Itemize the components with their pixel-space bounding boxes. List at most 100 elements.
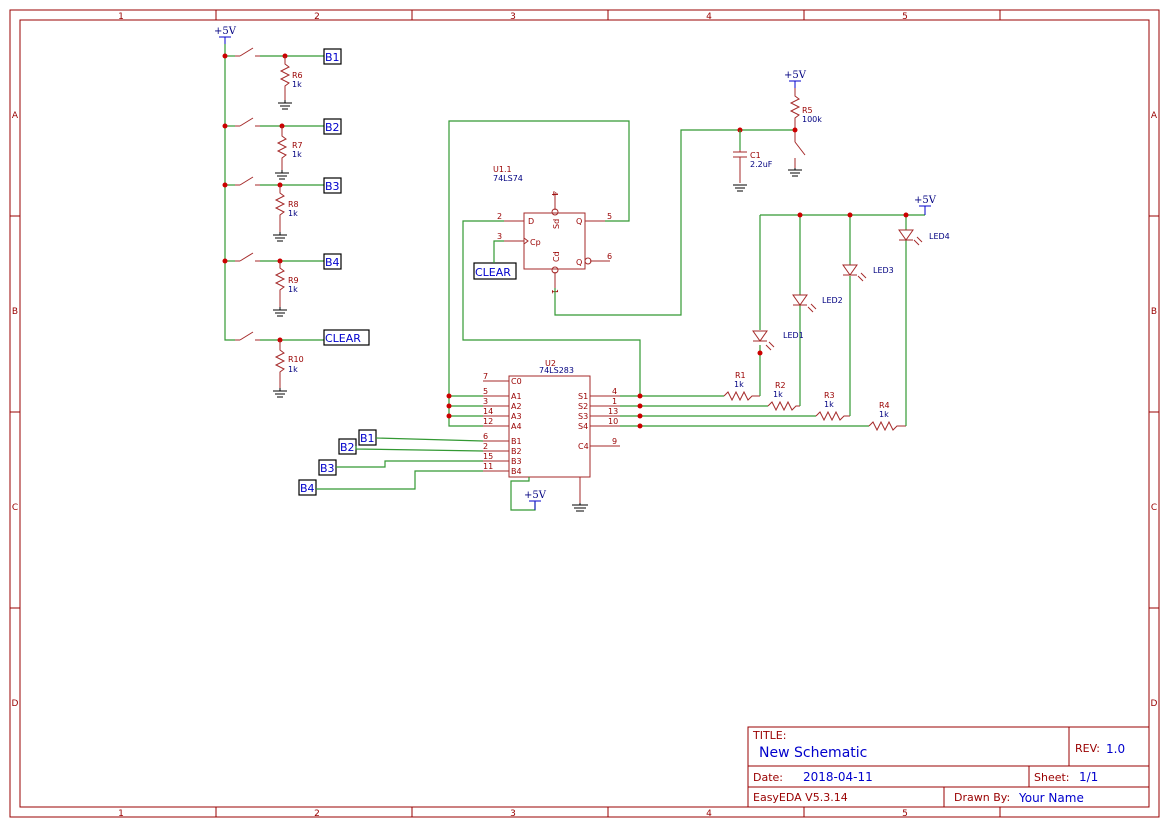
- svg-text:12: 12: [483, 417, 493, 426]
- net-label-b2: B2: [323, 118, 342, 135]
- flipflop-u1: U1.1 74LS74 D Cp Q Q Sd Cd 2 3 5 6 4 1: [493, 165, 612, 294]
- svg-text:B3: B3: [511, 457, 522, 466]
- svg-text:+5V: +5V: [784, 70, 807, 81]
- svg-text:1k: 1k: [288, 365, 298, 374]
- svg-text:R8: R8: [288, 200, 299, 209]
- svg-text:100k: 100k: [802, 115, 822, 124]
- svg-text:R5: R5: [802, 106, 813, 115]
- rev-label: REV:: [1075, 742, 1100, 755]
- date-label: Date:: [753, 771, 783, 784]
- svg-text:1k: 1k: [824, 400, 834, 409]
- svg-text:3: 3: [497, 232, 502, 241]
- svg-text:1: 1: [612, 397, 617, 406]
- flipflop-wires: [448, 120, 795, 417]
- svg-text:74LS74: 74LS74: [493, 174, 523, 183]
- svg-text:4: 4: [550, 191, 559, 196]
- svg-text:13: 13: [608, 407, 618, 416]
- resistor-r8: R8 1k: [274, 185, 299, 232]
- svg-text:B2: B2: [325, 121, 340, 134]
- svg-text:Q: Q: [576, 217, 582, 226]
- ground-symbol-8: [572, 503, 588, 512]
- ground-symbol-6: [788, 168, 802, 177]
- ground-symbol-1: [278, 100, 292, 110]
- ground-symbol-7: [733, 184, 747, 192]
- svg-text:C4: C4: [578, 442, 589, 451]
- svg-text:U1.1: U1.1: [493, 165, 512, 174]
- svg-text:R2: R2: [775, 381, 786, 390]
- net-label-clear-flipflop: CLEAR: [473, 262, 517, 280]
- svg-text:Cd: Cd: [552, 251, 561, 262]
- svg-text:S2: S2: [578, 402, 588, 411]
- led-3: LED3: [842, 264, 894, 282]
- resistor-r9: R9 1k: [274, 261, 299, 307]
- resistor-r1: R1 1k: [723, 371, 760, 402]
- title-label: TITLE:: [752, 729, 786, 742]
- svg-text:D: D: [528, 217, 534, 226]
- led-4: LED4: [898, 229, 950, 246]
- zone-col-1-bottom: 1: [118, 809, 124, 819]
- svg-text:B2: B2: [511, 447, 522, 456]
- zone-row-d: D: [12, 699, 19, 709]
- svg-text:6: 6: [607, 252, 612, 261]
- svg-text:LED1: LED1: [783, 331, 804, 340]
- svg-text:A1: A1: [511, 392, 522, 401]
- svg-text:1k: 1k: [292, 80, 302, 89]
- svg-text:R1: R1: [735, 371, 746, 380]
- svg-text:B1: B1: [325, 51, 340, 64]
- zone-row-a-right: A: [1151, 111, 1158, 121]
- svg-text:B3: B3: [320, 462, 335, 475]
- svg-text:Q: Q: [576, 258, 582, 267]
- drawn-by-label: Drawn By:: [954, 791, 1010, 804]
- svg-text:B3: B3: [325, 180, 340, 193]
- svg-text:B1: B1: [511, 437, 522, 446]
- adder-left-pins: C0 A1 A2 A3 A4 B1 B2 B3 B4 7 5 3 14 12 6…: [483, 372, 522, 476]
- svg-text:4: 4: [612, 387, 617, 396]
- net-label-b4: B4: [323, 253, 342, 270]
- svg-text:1k: 1k: [734, 380, 744, 389]
- title-block: TITLE: New Schematic REV: 1.0 Date: 2018…: [747, 726, 1150, 808]
- title-value: New Schematic: [759, 745, 867, 761]
- svg-text:R7: R7: [292, 141, 303, 150]
- resistor-r2: R2 1k: [767, 381, 800, 412]
- svg-text:C0: C0: [511, 377, 522, 386]
- capacitor-c1: C1 2.2uF: [733, 150, 773, 183]
- switch-4: [235, 252, 260, 262]
- svg-text:B4: B4: [511, 467, 522, 476]
- switch-3: [235, 176, 260, 186]
- svg-text:+5V: +5V: [914, 195, 937, 206]
- zone-col-3-bottom: 3: [510, 809, 516, 819]
- svg-text:A3: A3: [511, 412, 522, 421]
- resistor-r3: R3 1k: [815, 391, 850, 422]
- zone-col-2-bottom: 2: [314, 809, 320, 819]
- svg-text:B2: B2: [340, 441, 355, 454]
- zone-col-3: 3: [510, 12, 516, 22]
- power-symbol-vcc-2: +5V: [784, 70, 807, 88]
- net-label-b1: B1: [323, 48, 342, 65]
- zone-col-4: 4: [706, 12, 712, 22]
- svg-text:S3: S3: [578, 412, 588, 421]
- svg-text:LED4: LED4: [929, 232, 950, 241]
- svg-text:R3: R3: [824, 391, 835, 400]
- ground-symbol-3: [273, 232, 287, 242]
- svg-text:B4: B4: [300, 482, 315, 495]
- led-2: LED2: [792, 294, 843, 313]
- net-label-b1-adder: B1: [358, 429, 377, 446]
- svg-text:2: 2: [483, 442, 488, 451]
- zone-row-d-right: D: [1151, 699, 1158, 709]
- svg-text:R10: R10: [288, 355, 304, 364]
- zone-row-c: C: [12, 503, 18, 513]
- svg-text:CLEAR: CLEAR: [475, 266, 511, 279]
- resistor-r4: R4 1k: [868, 401, 906, 432]
- adder-b-inputs: B1 B2 B3 B4: [298, 429, 484, 496]
- svg-text:B4: B4: [325, 256, 340, 269]
- drawn-by-value: Your Name: [1018, 791, 1084, 805]
- power-symbol-vcc-3: +5V: [524, 490, 547, 510]
- svg-text:1k: 1k: [773, 390, 783, 399]
- zone-row-b: B: [12, 307, 18, 317]
- svg-text:1k: 1k: [879, 410, 889, 419]
- zone-col-1: 1: [118, 12, 124, 22]
- zone-col-4-bottom: 4: [706, 809, 712, 819]
- svg-text:74LS283: 74LS283: [539, 366, 574, 375]
- adder-a-inputs: [446, 393, 483, 427]
- switch-reset: [794, 130, 806, 168]
